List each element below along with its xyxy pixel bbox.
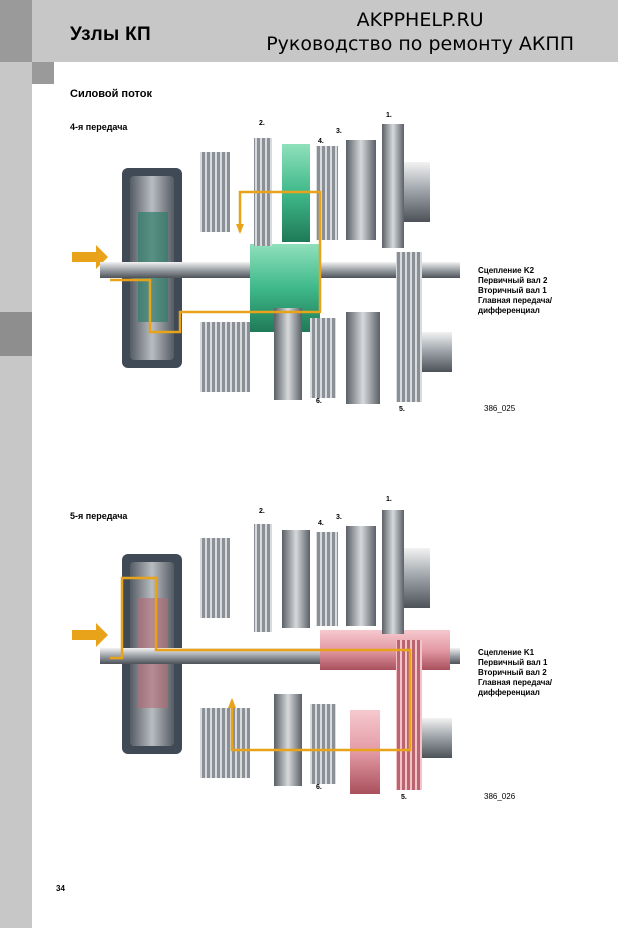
callout-5-fig1: 5. <box>399 406 405 413</box>
gear-lower <box>346 312 380 404</box>
gear-upper <box>200 538 230 618</box>
gear-upper <box>254 524 272 632</box>
gear-label-5th: 5-я передача <box>70 511 128 521</box>
site-title-line2: Руководство по ремонту АКПП <box>266 33 574 55</box>
gear-lower <box>200 708 250 778</box>
site-title-line1: AKPPHELP.RU <box>356 9 484 31</box>
gear-upper <box>282 530 310 628</box>
transmission-diagram-5th <box>72 510 460 794</box>
gear-upper <box>316 532 338 626</box>
callout-2-fig2: 2. <box>259 508 265 515</box>
left-strip-marker <box>0 312 32 356</box>
gear-label-4th: 4-я передача <box>70 122 128 132</box>
site-title: AKPPHELP.RU Руководство по ремонту АКПП <box>266 8 574 56</box>
gear-lower <box>200 322 250 392</box>
legend-fig2: Сцепление K1 Первичный вал 1 Вторичный в… <box>478 648 552 698</box>
subheading: Силовой поток <box>70 88 152 100</box>
legend-clutch: Сцепление K2 <box>478 266 535 275</box>
callout-1-fig1: 1. <box>386 112 392 119</box>
legend-final-drive: Главная передача/ <box>478 678 553 687</box>
legend-output-shaft: Вторичный вал 1 <box>478 286 547 295</box>
power-flow-path <box>110 576 412 752</box>
corner-square <box>32 62 54 84</box>
gear-upper <box>316 146 338 240</box>
gear-lower <box>310 318 336 398</box>
callout-6-fig2: 6. <box>316 784 322 791</box>
gear-upper <box>200 152 230 232</box>
section-title: Узлы КП <box>70 24 151 45</box>
legend-input-shaft: Первичный вал 2 <box>478 276 548 285</box>
legend-differential: дифференциал <box>478 306 540 315</box>
left-margin-strip <box>0 62 32 928</box>
differential-gear <box>396 252 422 402</box>
input-flow-arrow <box>72 245 108 269</box>
page-header <box>0 0 618 62</box>
legend-input-shaft: Первичный вал 1 <box>478 658 548 667</box>
callout-6-fig1: 6. <box>316 398 322 405</box>
legend-differential: дифференциал <box>478 688 540 697</box>
legend-final-drive: Главная передача/ <box>478 296 553 305</box>
figure-code-2: 386_026 <box>484 792 516 801</box>
legend-clutch: Сцепление K1 <box>478 648 535 657</box>
callout-5-fig2: 5. <box>401 794 407 801</box>
callout-3-fig2: 3. <box>336 514 342 521</box>
gear-lower <box>274 694 302 786</box>
gear-upper <box>346 140 376 240</box>
callout-1-fig2: 1. <box>386 496 392 503</box>
gear-upper <box>382 124 404 248</box>
figure-code-1: 386_025 <box>484 404 516 413</box>
gear-lower <box>274 308 302 400</box>
callout-2-fig1: 2. <box>259 120 265 127</box>
callout-4-fig1: 4. <box>318 138 324 145</box>
header-corner-block <box>0 0 32 62</box>
gear-lower <box>310 704 336 784</box>
input-flow-arrow <box>72 623 108 647</box>
gear-upper <box>346 526 376 626</box>
page-number: 34 <box>56 884 65 893</box>
legend-fig1: Сцепление K2 Первичный вал 2 Вторичный в… <box>478 266 552 316</box>
legend-output-shaft: Вторичный вал 2 <box>478 668 547 677</box>
callout-4-fig2: 4. <box>318 520 324 527</box>
callout-3-fig1: 3. <box>336 128 342 135</box>
gear-upper <box>382 510 404 634</box>
gear-5th-highlight <box>350 710 380 794</box>
transmission-diagram-4th <box>72 124 460 404</box>
power-flow-path <box>110 190 322 334</box>
